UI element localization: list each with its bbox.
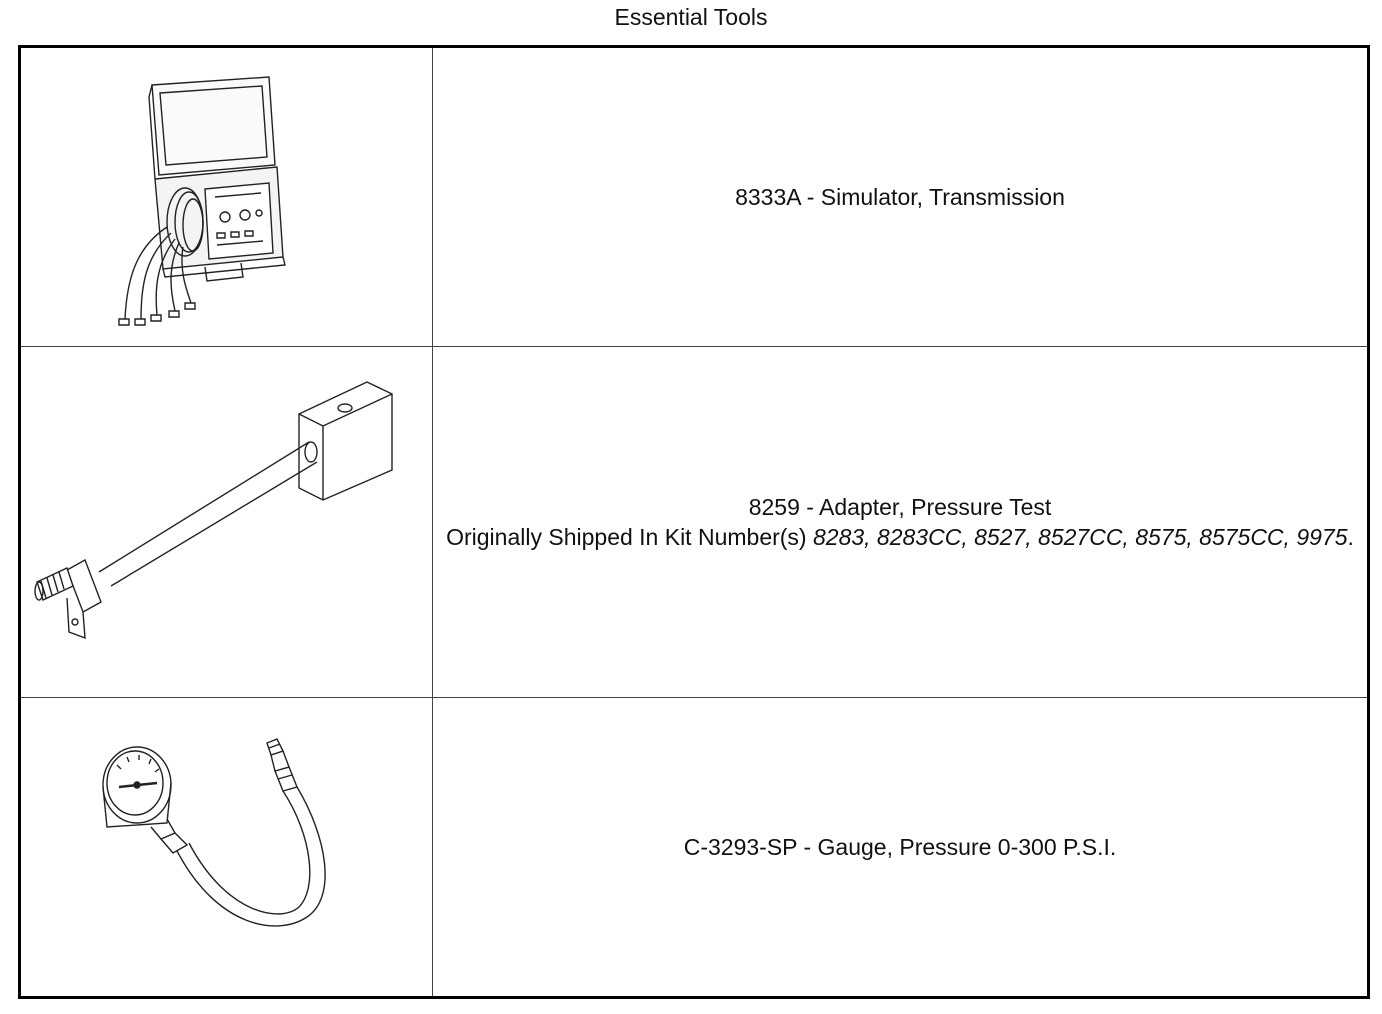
page-title: Essential Tools [614, 4, 768, 30]
tool-illustration-cell [19, 45, 433, 348]
tools-table: 8333A - Simulator, Transmission [18, 45, 1370, 999]
tool-name: 8333A - Simulator, Transmission [735, 184, 1065, 211]
kit-numbers: 8283, 8283CC, 8527, 8527CC, 8575, 8575CC… [812, 523, 1290, 550]
tool-description-cell: C-3293-SP - Gauge, Pressure 0-300 P.S.I. [432, 696, 1369, 999]
table-row: C-3293-SP - Gauge, Pressure 0-300 P.S.I. [19, 696, 1369, 999]
pressure-gauge-hose-icon [77, 727, 377, 967]
kit-prefix: Originally Shipped In Kit Number(s) [446, 523, 813, 550]
table-row: 8333A - Simulator, Transmission [19, 45, 1369, 348]
kit-numbers-continued: 9975 [1296, 523, 1348, 550]
tool-name: 8259 - Adapter, Pressure Test [748, 493, 1052, 520]
tool-illustration-cell [19, 346, 433, 698]
tool-kit-numbers: Originally Shipped In Kit Number(s) 8283… [433, 522, 1367, 552]
tool-illustration-cell [19, 696, 433, 999]
kit-suffix: . [1347, 523, 1354, 550]
tool-description-cell: 8259 - Adapter, Pressure Test Originally… [432, 346, 1369, 698]
pressure-test-adapter-icon [27, 372, 427, 672]
tool-name: C-3293-SP - Gauge, Pressure 0-300 P.S.I. [683, 833, 1117, 860]
tool-description-cell: 8333A - Simulator, Transmission [432, 45, 1369, 348]
table-row: 8259 - Adapter, Pressure Test Originally… [19, 346, 1369, 698]
transmission-simulator-case-icon [97, 57, 357, 337]
